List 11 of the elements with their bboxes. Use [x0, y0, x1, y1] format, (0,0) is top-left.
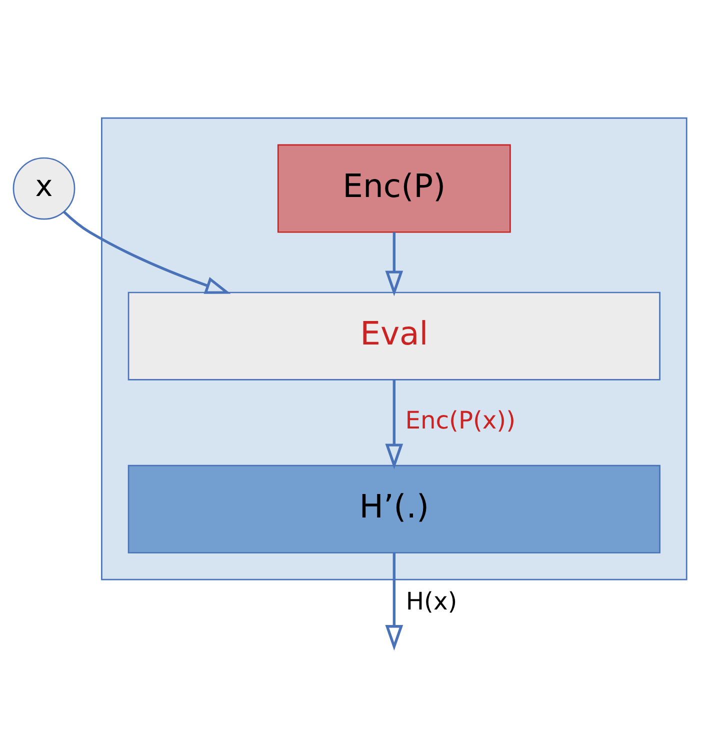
arrow	[385, 552, 404, 651]
edge-label: H(x)	[406, 588, 458, 616]
arrow	[385, 380, 404, 470]
node-circle: x	[12, 157, 76, 220]
arrow	[385, 232, 404, 296]
arrow	[62, 210, 231, 294]
edge-label: Enc(P(x))	[405, 406, 516, 435]
cluster	[101, 117, 688, 580]
node-box: Eval	[128, 292, 660, 380]
node-box: H’(.)	[128, 464, 660, 554]
node-box: Enc(P)	[277, 144, 511, 233]
